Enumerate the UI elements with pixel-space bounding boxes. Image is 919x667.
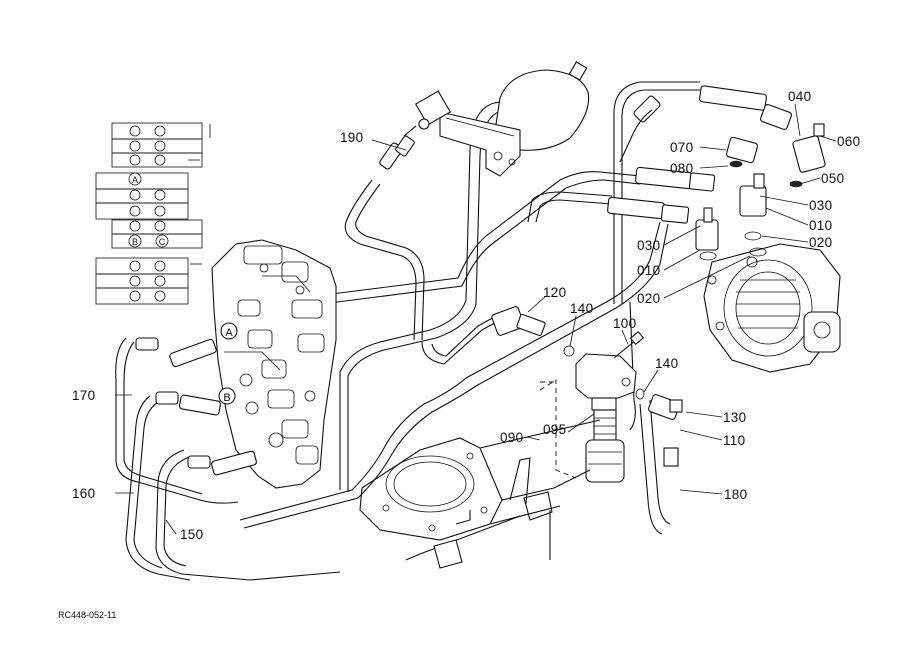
group-bracket-090	[539, 379, 577, 479]
callout-110: 110	[723, 433, 745, 448]
schematic-port-c-label: C	[159, 237, 166, 247]
part-callouts: 190 170 160 150 120 140 100 140 130 110 …	[72, 89, 860, 542]
valve-port-b-label: B	[223, 392, 230, 404]
callout-060: 060	[837, 134, 860, 149]
callout-070: 070	[670, 140, 693, 155]
callout-190: 190	[340, 130, 363, 145]
hydraulic-schematic: A B C	[95, 122, 211, 305]
drawing-reference-code: RC448-052-11	[58, 610, 116, 620]
callout-100: 100	[613, 316, 636, 331]
callout-030-left: 030	[637, 238, 660, 253]
schematic-port-a-label: A	[132, 175, 138, 185]
schematic-port-b-label: B	[132, 237, 138, 247]
callout-160: 160	[72, 486, 95, 501]
callout-140-left: 140	[570, 301, 593, 316]
callout-020-left: 020	[637, 291, 660, 306]
valve-port-a-label: A	[225, 327, 233, 339]
callout-130: 130	[723, 410, 746, 425]
callout-120: 120	[543, 285, 566, 300]
callout-050: 050	[821, 171, 844, 186]
callout-040: 040	[788, 89, 811, 104]
callout-140-right: 140	[655, 356, 678, 371]
filter-assembly	[491, 306, 683, 483]
accumulator-assembly	[379, 61, 590, 177]
callout-020-right: 020	[809, 235, 832, 250]
callout-010-left: 010	[637, 263, 660, 278]
callout-095: 095	[543, 422, 566, 437]
hydraulic-pump	[703, 243, 841, 373]
control-valve-assembly: A B	[135, 239, 337, 489]
callout-090: 090	[500, 430, 523, 445]
mounting-plate	[359, 419, 601, 569]
callout-080: 080	[670, 161, 693, 176]
pump-fittings	[607, 85, 826, 261]
callout-180: 180	[724, 487, 747, 502]
hose-routing	[115, 81, 700, 581]
callout-030-right: 030	[809, 198, 832, 213]
callout-010-right: 010	[809, 218, 832, 233]
callout-150: 150	[180, 527, 203, 542]
callout-170: 170	[72, 388, 95, 403]
leader-lines	[115, 103, 837, 535]
